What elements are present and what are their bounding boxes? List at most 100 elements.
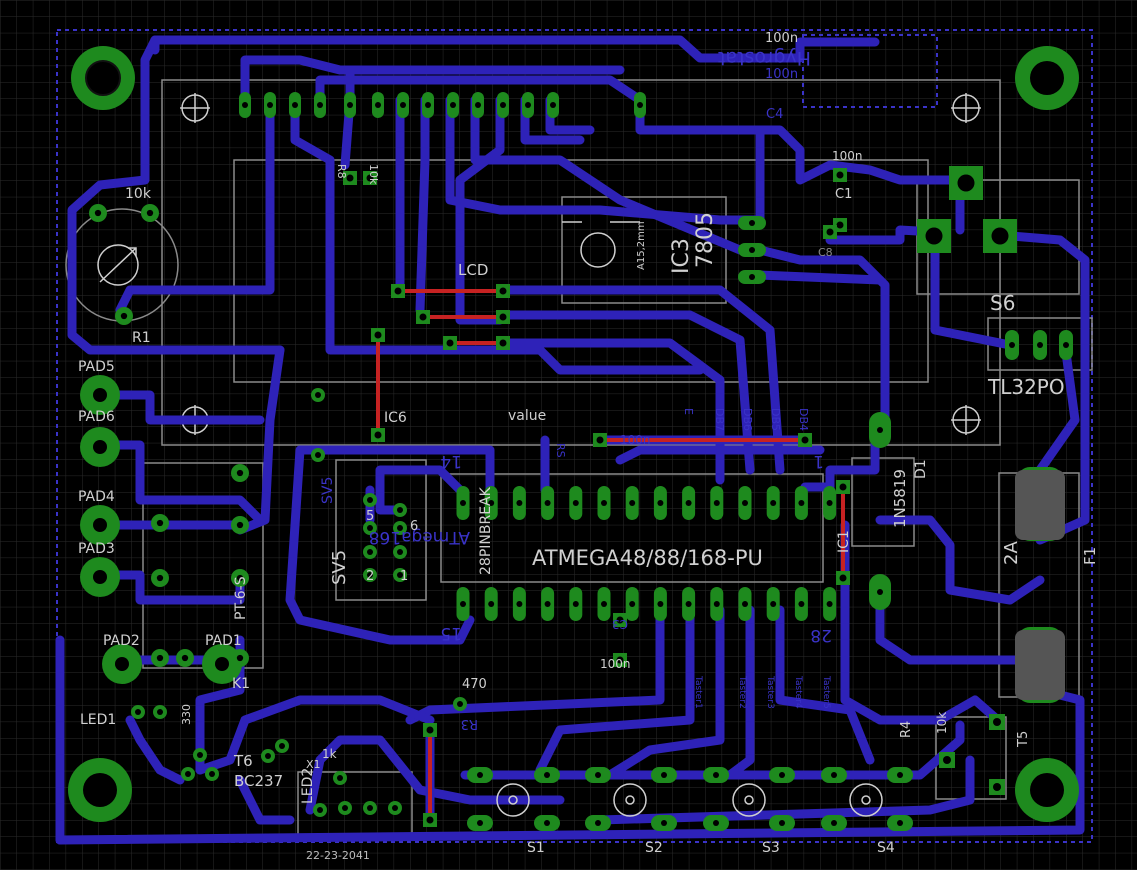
connector-pad-drill	[93, 570, 107, 584]
label-hygrostat: Hygrostat	[718, 47, 811, 69]
labels: Hygrostat 100n 100n C4 10k R1 R8 10k LCD…	[78, 31, 1099, 862]
label-pad1: PAD1	[205, 633, 242, 649]
misc-pad-drill	[367, 572, 373, 578]
misc-pad-drill	[457, 701, 463, 707]
misc-pad-drill	[315, 452, 321, 458]
label-pad4: PAD4	[78, 489, 115, 505]
label-ic3-pkg: A15,2mm	[636, 221, 647, 270]
via-pad-drill	[839, 483, 847, 491]
k1-pad-drill	[156, 654, 164, 662]
switch-pad-drill	[544, 772, 550, 778]
via-pad-drill	[426, 726, 434, 734]
label-sw3: Taster3	[765, 675, 775, 709]
misc-pad-drill	[367, 805, 373, 811]
label-sw5: Taster5	[821, 675, 831, 709]
label-c4-value-a: 100n	[765, 31, 798, 46]
label-sw1: Taster1	[693, 675, 703, 709]
label-pin14: 14	[440, 451, 462, 471]
label-t6: T6	[233, 752, 253, 770]
label-sv-two: 2	[366, 569, 374, 584]
misc-pad-drill	[367, 549, 373, 555]
connector-pad-drill	[93, 440, 107, 454]
lcd-header-pad-drill	[267, 102, 273, 108]
label-pin28: 28	[810, 625, 832, 645]
misc-pad-drill	[135, 709, 141, 715]
ic-pad-bottom-drill	[572, 601, 579, 607]
ic-pad-bottom-drill	[770, 601, 777, 607]
tactile-switches	[496, 783, 883, 817]
s6-pad-top-drill	[957, 174, 975, 192]
k1-pad-drill	[236, 521, 244, 529]
label-c1-name: C1	[835, 187, 852, 202]
label-s4: S4	[877, 840, 895, 856]
label-ic-type: ATMEGA48/88/168-PU	[532, 546, 763, 570]
tl32-pad-drill	[1037, 342, 1043, 348]
tl32-pad-drill	[1009, 342, 1015, 348]
switch-pad-drill	[477, 820, 483, 826]
switch-pad-drill	[779, 820, 785, 826]
label-s6-name: S6	[990, 291, 1015, 315]
misc-pad-drill	[209, 771, 215, 777]
via-pad-drill	[596, 436, 604, 444]
label-c2-value: 100n	[620, 433, 651, 447]
via-pad-drill	[616, 656, 624, 664]
lcd-header-pad-drill	[637, 102, 643, 108]
t5-pad-drill	[943, 756, 951, 764]
label-e: E	[682, 408, 695, 415]
label-r3-value: 470	[462, 677, 487, 692]
lcd-header-pad-drill	[475, 102, 481, 108]
label-c4-name: C4	[766, 107, 783, 122]
switch-pad-drill	[544, 820, 550, 826]
label-sv5: SV5	[329, 550, 350, 585]
k1-pad-drill	[236, 574, 244, 582]
via-pad-drill	[616, 616, 624, 624]
label-s6-type: TL32PO	[987, 375, 1065, 399]
lcd-header-pad-drill	[375, 102, 381, 108]
label-r4-name: R4	[899, 721, 914, 738]
label-s1: S1	[527, 840, 545, 856]
misc-pad-drill	[397, 525, 403, 531]
label-pad3: PAD3	[78, 541, 115, 557]
ic-pad-top-drill	[685, 500, 692, 506]
via-pad-drill	[374, 331, 382, 339]
ic-pad-bottom-drill	[601, 601, 607, 607]
label-r5-value: 1k	[322, 747, 337, 761]
misc-pad-drill	[185, 771, 191, 777]
tl32-pad-drill	[1063, 342, 1069, 348]
label-c3-name: C3	[612, 617, 628, 631]
label-rs: RS	[554, 443, 567, 458]
lcd-header-pad-drill	[400, 102, 406, 108]
label-sv-five: 5	[366, 509, 374, 524]
connector-pad-drill	[93, 518, 107, 532]
misc-pad-drill	[265, 753, 271, 759]
label-value: value	[508, 408, 546, 424]
label-d1-type: 1N5819	[891, 469, 909, 528]
label-c4-value-b: 100n	[765, 67, 798, 82]
label-ic3-name: IC3	[669, 238, 694, 274]
label-pad2: PAD2	[103, 633, 140, 649]
switch-pad-drill	[595, 820, 601, 826]
t5-pad-drill	[993, 718, 1001, 726]
label-sv-one: 1	[400, 569, 408, 584]
connector-pad-drill	[215, 657, 229, 671]
ic-pad-top-drill	[488, 500, 495, 506]
ic-pad-bottom-drill	[826, 601, 833, 607]
label-ic-mirror: ATmega168	[369, 527, 470, 547]
label-t5: T5	[1016, 731, 1031, 748]
label-db5: DB5	[769, 408, 782, 431]
via-pad-drill	[374, 431, 382, 439]
via-pad-drill	[499, 339, 507, 347]
misc-pad-drill	[392, 805, 398, 811]
via-pad-drill	[366, 174, 374, 182]
ic-pad-bottom-drill	[516, 601, 523, 607]
board-mount-holes	[68, 46, 1079, 822]
via-pad-drill	[826, 228, 834, 236]
ic-pad-top-drill	[572, 500, 579, 506]
label-r8-name: R8	[335, 164, 348, 179]
ic-pad-top-drill	[798, 500, 805, 506]
misc-pad-drill	[397, 507, 403, 513]
label-c8-name: C8	[818, 246, 833, 259]
ic-pad-bottom-drill	[798, 601, 805, 607]
fuse-holder	[1015, 470, 1065, 700]
